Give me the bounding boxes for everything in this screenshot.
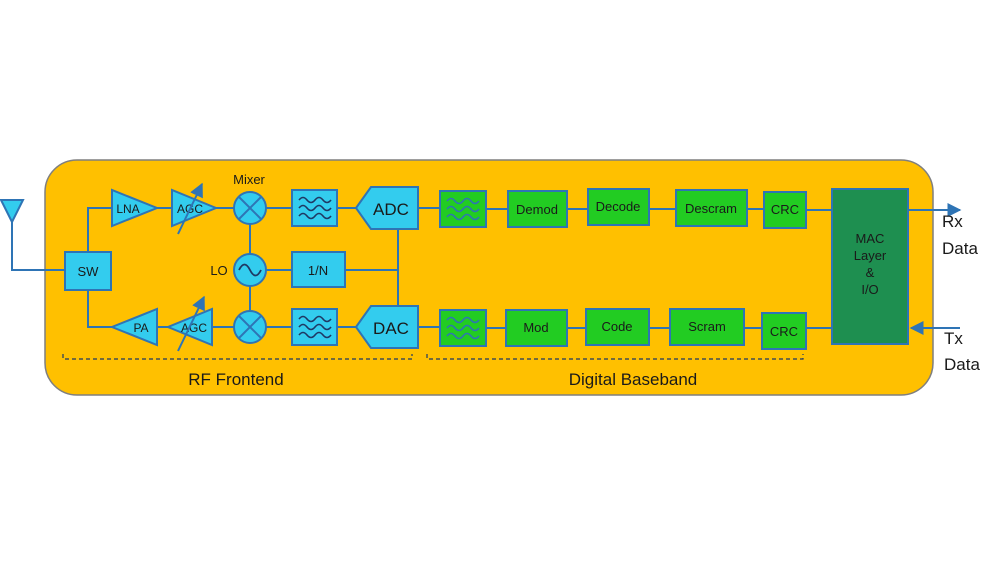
- filter-icon: [439, 309, 487, 347]
- adc-block: ADC: [354, 186, 419, 230]
- decode-label: Decode: [596, 199, 641, 214]
- rf-frontend-bracket: [62, 354, 413, 360]
- descram-block: Descram: [675, 189, 748, 227]
- gain-arrow-icon: [177, 182, 203, 235]
- divider-label: 1/N: [308, 263, 328, 278]
- tx-data-label-line-2: Data: [944, 355, 980, 374]
- crc-rx-block: CRC: [763, 191, 807, 229]
- lna-label: LNA: [116, 202, 139, 216]
- dac-label: DAC: [373, 319, 409, 338]
- decode-block: Decode: [587, 188, 650, 226]
- filter-icon: [291, 189, 338, 227]
- mod-label: Mod: [523, 320, 548, 335]
- antenna-icon: [0, 199, 25, 225]
- mac-label-line-2: Layer: [854, 248, 887, 263]
- demod-label: Demod: [516, 202, 558, 217]
- pa-label: PA: [133, 321, 148, 335]
- dac-block: DAC: [354, 305, 419, 349]
- adc-label: ADC: [373, 200, 409, 219]
- agc-rx-amplifier: AGC: [171, 182, 219, 235]
- switch-label: SW: [78, 264, 100, 279]
- digital-baseband-bracket: [426, 354, 804, 360]
- rx-data-label-line-2: Data: [942, 239, 978, 258]
- agc-tx-label: AGC: [181, 321, 207, 335]
- mac-label-line-3: &: [866, 265, 875, 280]
- filter-icon: [291, 308, 338, 346]
- pa-amplifier: PA: [109, 307, 158, 347]
- mixer-icon: [233, 191, 267, 225]
- crc-rx-label: CRC: [771, 202, 799, 217]
- mixer-icon: [233, 310, 267, 344]
- code-label: Code: [601, 319, 632, 334]
- code-block: Code: [585, 308, 650, 346]
- digital-baseband-title: Digital Baseband: [569, 370, 698, 389]
- agc-tx-amplifier: AGC: [165, 295, 213, 352]
- crc-tx-label: CRC: [770, 324, 798, 339]
- rx-data-label-line-1: Rx: [942, 212, 963, 231]
- rf-frontend-title: RF Frontend: [188, 370, 283, 389]
- mac-label-line-1: MAC: [856, 231, 885, 246]
- scram-label: Scram: [688, 319, 726, 334]
- mac-label-line-4: I/O: [861, 282, 878, 297]
- lo-label: LO: [210, 263, 227, 278]
- tx-data-label-line-1: Tx: [944, 329, 963, 348]
- mac-block: MAC Layer & I/O: [831, 188, 909, 345]
- sine-wave-icon: [233, 253, 267, 287]
- mod-block: Mod: [505, 309, 568, 347]
- signal-wires: [11, 203, 962, 335]
- demod-block: Demod: [507, 190, 568, 228]
- scram-block: Scram: [669, 308, 745, 346]
- lna-amplifier: LNA: [111, 188, 160, 228]
- switch-block: SW: [64, 251, 112, 291]
- descram-label: Descram: [685, 201, 737, 216]
- divider-block: 1/N: [291, 251, 346, 288]
- gain-arrow-icon: [177, 295, 205, 352]
- filter-icon: [439, 190, 487, 228]
- mixer-label: Mixer: [233, 172, 265, 187]
- crc-tx-block: CRC: [761, 312, 807, 350]
